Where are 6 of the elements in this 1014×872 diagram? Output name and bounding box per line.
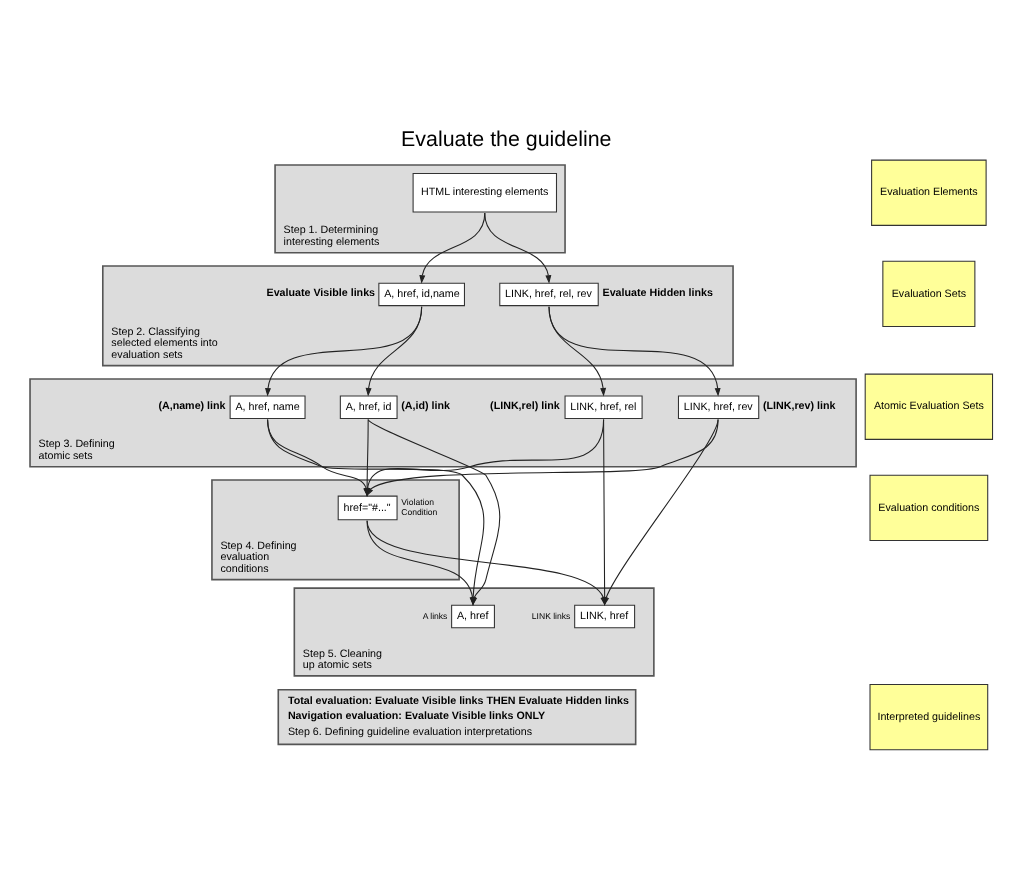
arrow <box>265 305 423 396</box>
arrow <box>419 211 486 283</box>
arrow <box>548 305 721 396</box>
arrow <box>484 211 552 283</box>
diagram-title: Evaluate the guideline <box>401 126 612 151</box>
arrow <box>365 305 423 396</box>
